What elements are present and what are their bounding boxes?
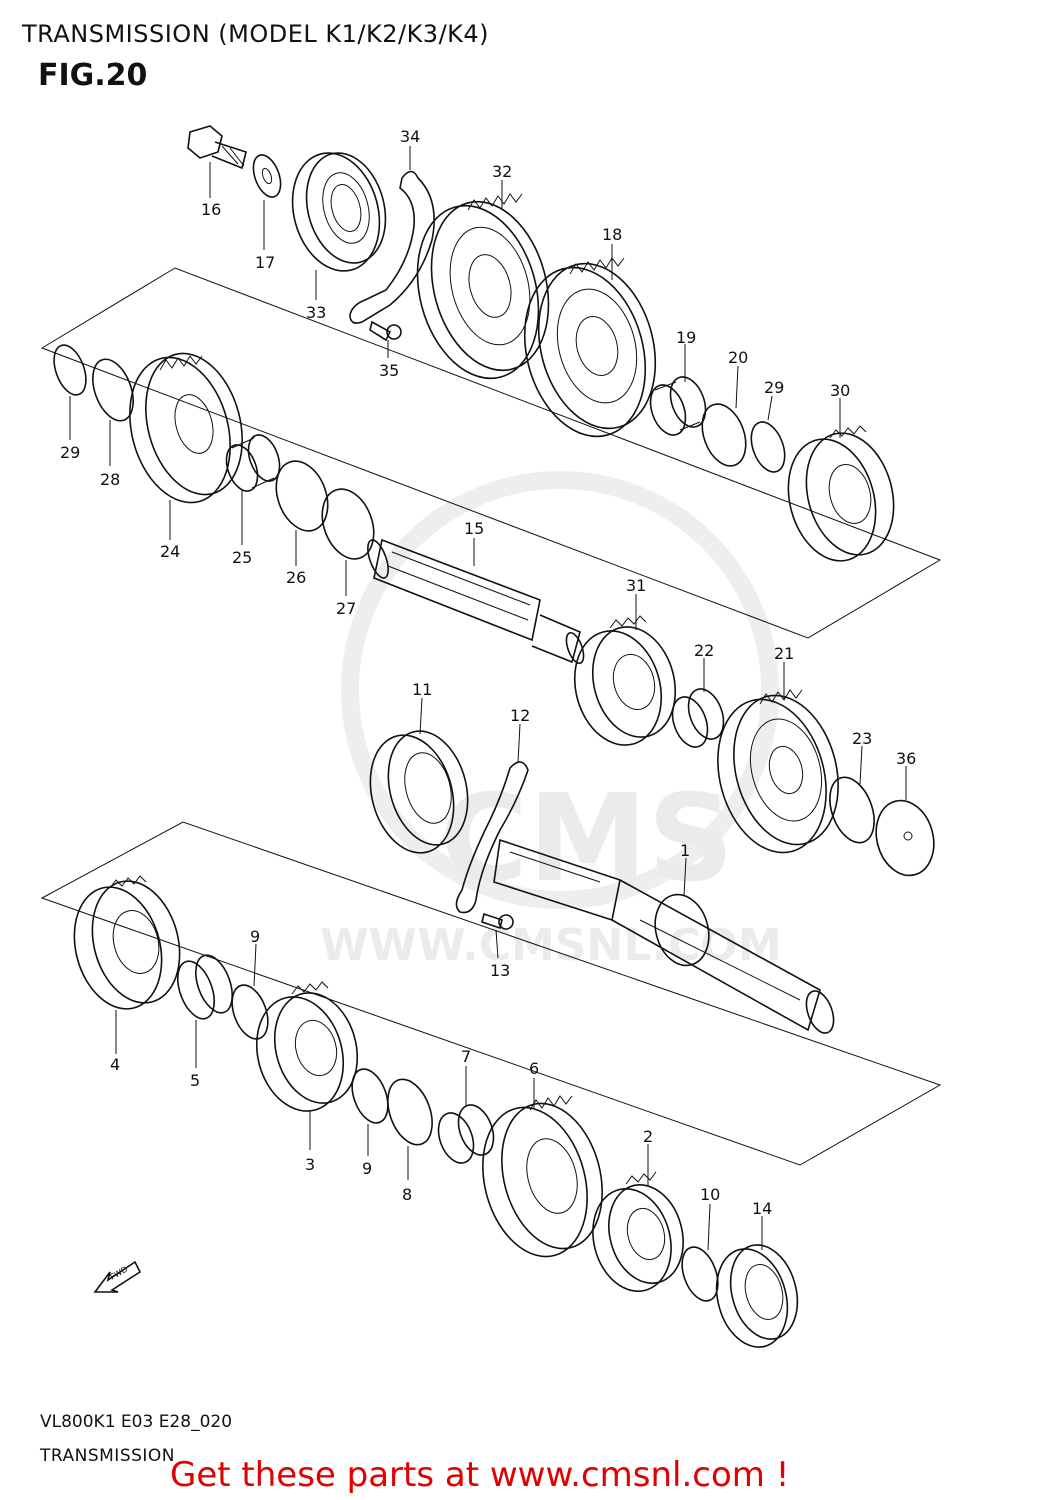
gear-18 — [523, 257, 657, 438]
part-label: 27 — [336, 599, 356, 618]
part-label: 32 — [492, 162, 512, 181]
part-label: 30 — [830, 381, 850, 400]
gear-31 — [573, 615, 677, 746]
circlip-29-left — [53, 344, 87, 396]
forward-direction-icon: FWD — [93, 1260, 142, 1293]
part-label: 29 — [60, 443, 80, 462]
retainer-plate-12 — [455, 761, 529, 914]
watermark-url-text: WWW.CMSNL.COM — [320, 920, 782, 971]
washer-27 — [321, 488, 375, 560]
part-label: 9 — [250, 927, 260, 946]
figure-label: FIG.20 — [38, 58, 148, 93]
part-labels: 16 17 33 34 35 32 18 19 20 29 30 29 28 2… — [60, 127, 916, 1218]
screw-35 — [369, 320, 402, 342]
part-label: 1 — [680, 841, 690, 860]
call-to-action-link[interactable]: Get these parts at www.cmsnl.com ! — [170, 1455, 790, 1495]
part-label: 11 — [412, 680, 432, 699]
part-label: 22 — [694, 641, 714, 660]
part-label: 12 — [510, 706, 530, 725]
part-label: 20 — [728, 348, 748, 367]
bearing-33 — [291, 152, 387, 272]
gear-4 — [73, 875, 181, 1010]
part-label: 10 — [700, 1185, 720, 1204]
part-label: 36 — [896, 749, 916, 768]
diagram-name: TRANSMISSION — [40, 1446, 176, 1466]
part-label: 29 — [764, 378, 784, 397]
retainer-plate-34 — [349, 170, 435, 324]
watermark: CMS WWW.CMSNL.COM — [320, 471, 782, 971]
screw-13 — [481, 912, 514, 930]
part-label: 6 — [529, 1059, 539, 1078]
circlip-29-right — [750, 421, 786, 473]
part-label: 26 — [286, 568, 306, 587]
part-label: 8 — [402, 1185, 412, 1204]
bushing-25 — [225, 434, 281, 492]
part-label: 34 — [400, 127, 420, 146]
part-label: 35 — [379, 361, 399, 380]
bearing-14 — [715, 1244, 799, 1348]
washer-17 — [252, 154, 282, 198]
bushing-22 — [671, 688, 725, 748]
bushing-5 — [176, 954, 234, 1020]
part-label: 25 — [232, 548, 252, 567]
gear-30 — [787, 425, 895, 562]
gear-32 — [416, 193, 550, 380]
gear-2 — [592, 1171, 684, 1292]
washer-23 — [829, 776, 875, 844]
countershaft-1 — [493, 838, 835, 1034]
gear-21 — [717, 689, 839, 854]
page-title: TRANSMISSION (MODEL K1/K2/K3/K4) — [22, 20, 490, 48]
bolt-16 — [187, 125, 247, 170]
circlip-9-upper — [231, 984, 269, 1040]
part-label: 14 — [752, 1199, 772, 1218]
part-label: 18 — [602, 225, 622, 244]
bushing-7 — [437, 1104, 495, 1164]
gear-6 — [482, 1095, 603, 1258]
part-label: 17 — [255, 253, 275, 272]
part-label: 19 — [676, 328, 696, 347]
lower-shaft-frame — [40, 821, 942, 1166]
part-label: 24 — [160, 542, 180, 561]
part-label: 31 — [626, 576, 646, 595]
part-label: 7 — [461, 1047, 471, 1066]
gear-3 — [255, 981, 359, 1112]
part-label: 15 — [464, 519, 484, 538]
watermark-logo-text: CMS — [440, 770, 734, 909]
part-label: 13 — [490, 961, 510, 980]
part-label: 9 — [362, 1159, 372, 1178]
part-label: 23 — [852, 729, 872, 748]
part-label: 21 — [774, 644, 794, 663]
part-label: 4 — [110, 1055, 120, 1074]
washer-28 — [92, 358, 134, 422]
circlip-9-lower — [351, 1068, 389, 1124]
drive-shaft-15 — [367, 538, 585, 665]
part-label: 16 — [201, 200, 221, 219]
cap-36 — [875, 799, 935, 877]
part-label: 5 — [190, 1071, 200, 1090]
diagram-code: VL800K1 E03 E28_020 — [40, 1412, 233, 1432]
gear-24 — [129, 352, 243, 504]
part-label: 33 — [306, 303, 326, 322]
upper-shaft-frame — [40, 267, 942, 639]
circlip-10 — [681, 1246, 719, 1302]
lock-washer-26 — [275, 460, 329, 532]
part-label: 28 — [100, 470, 120, 489]
washer-8 — [387, 1078, 433, 1146]
bushing-19 — [649, 376, 707, 436]
washer-20 — [701, 403, 747, 467]
part-label: 3 — [305, 1155, 315, 1174]
part-label: 2 — [643, 1127, 653, 1146]
bearing-11 — [369, 730, 469, 854]
leader-lines — [69, 146, 907, 1251]
forward-direction-label: FWD — [109, 1265, 130, 1282]
